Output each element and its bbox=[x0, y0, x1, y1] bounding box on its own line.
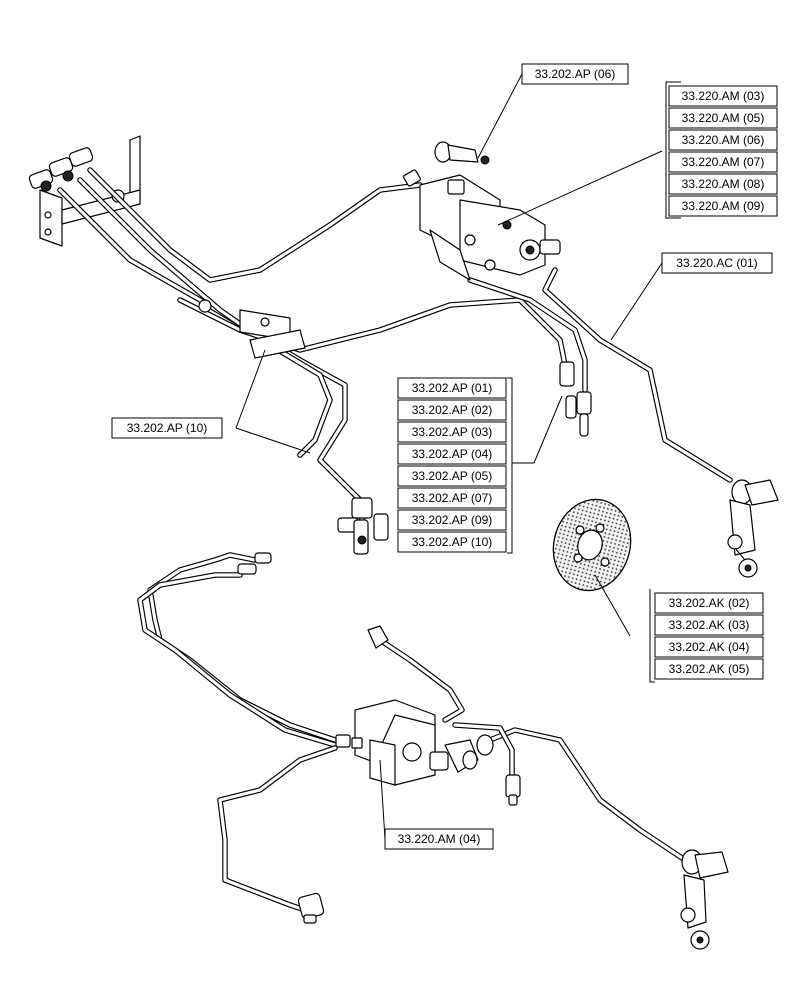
clamp-bolt bbox=[260, 317, 270, 327]
leader-lines bbox=[235, 73, 681, 840]
callout-label: 33.220.AM (05) bbox=[682, 111, 765, 125]
callout-label: 33.220.AM (03) bbox=[682, 89, 765, 103]
callout-label: 33.202.AK (02) bbox=[669, 596, 750, 610]
callout-label: 33.202.AP (01) bbox=[412, 381, 493, 395]
callout-label: 33.220.AM (08) bbox=[682, 177, 765, 191]
brake-disc bbox=[552, 498, 632, 592]
tee-fittings bbox=[337, 497, 389, 555]
plate-hole bbox=[44, 211, 52, 219]
callout-label: 33.202.AP (07) bbox=[412, 491, 493, 505]
callout-label: 33.202.AP (04) bbox=[412, 447, 493, 461]
callout-label: 33.220.AM (07) bbox=[682, 155, 765, 169]
bleed-fitting bbox=[505, 774, 521, 798]
callout-label: 33.202.AK (03) bbox=[669, 618, 750, 632]
elbow-fitting-top bbox=[434, 141, 490, 165]
pipe-nut bbox=[367, 625, 389, 649]
bottom-fitting-cap bbox=[303, 914, 317, 924]
callout-group-ak: 33.202.AK (02) 33.202.AK (03) 33.202.AK … bbox=[654, 592, 764, 680]
callout-am04: 33.220.AM (04) bbox=[384, 828, 494, 850]
callout-group-ap: 33.202.AP (01) 33.202.AP (02) 33.202.AP … bbox=[397, 377, 507, 553]
lower-brake-pipe-assembly bbox=[137, 552, 729, 950]
callout-label: 33.220.AC (01) bbox=[676, 256, 757, 270]
upper-brake-pipe-assembly bbox=[28, 135, 779, 578]
callout-label: 33.220.AM (04) bbox=[398, 832, 481, 846]
mounting-plate bbox=[39, 189, 63, 247]
bleed-fittings bbox=[559, 361, 592, 437]
upper-pipes bbox=[57, 167, 733, 523]
right-actuator-upper bbox=[727, 479, 779, 578]
union-fitting bbox=[403, 169, 421, 187]
callout-label: 33.202.AK (05) bbox=[669, 662, 750, 676]
callout-label: 33.202.AP (02) bbox=[412, 403, 493, 417]
callout-ac01: 33.220.AC (01) bbox=[661, 252, 773, 274]
callout-label: 33.202.AP (10) bbox=[412, 535, 493, 549]
callout-label: 33.202.AP (06) bbox=[535, 67, 616, 81]
plate-hole bbox=[44, 228, 52, 236]
clamp-bolt bbox=[198, 299, 212, 313]
clamp-plate-lower bbox=[249, 329, 306, 359]
pipe-end-fitting bbox=[237, 563, 257, 575]
callout-label: 33.202.AP (10) bbox=[127, 421, 208, 435]
callout-label: 33.202.AP (09) bbox=[412, 513, 493, 527]
brake-valve-upper bbox=[419, 174, 561, 281]
bleed-cap bbox=[508, 794, 518, 806]
callout-label: 33.202.AP (05) bbox=[412, 469, 493, 483]
brake-valve-lower bbox=[335, 699, 494, 786]
callout-group-am: 33.220.AM (03) 33.220.AM (05) 33.220.AM … bbox=[668, 85, 778, 217]
callout-ap10-left: 33.202.AP (10) bbox=[111, 417, 223, 439]
callout-label: 33.220.AM (06) bbox=[682, 133, 765, 147]
lower-pipes bbox=[137, 552, 688, 913]
callout-ap06: 33.202.AP (06) bbox=[521, 63, 629, 85]
callout-label: 33.202.AP (03) bbox=[412, 425, 493, 439]
pipe-end-fitting bbox=[254, 552, 272, 564]
callout-label: 33.220.AM (09) bbox=[682, 199, 765, 213]
callout-label: 33.202.AK (04) bbox=[669, 640, 750, 654]
left-fittings bbox=[28, 147, 94, 192]
right-actuator-lower bbox=[680, 849, 729, 950]
